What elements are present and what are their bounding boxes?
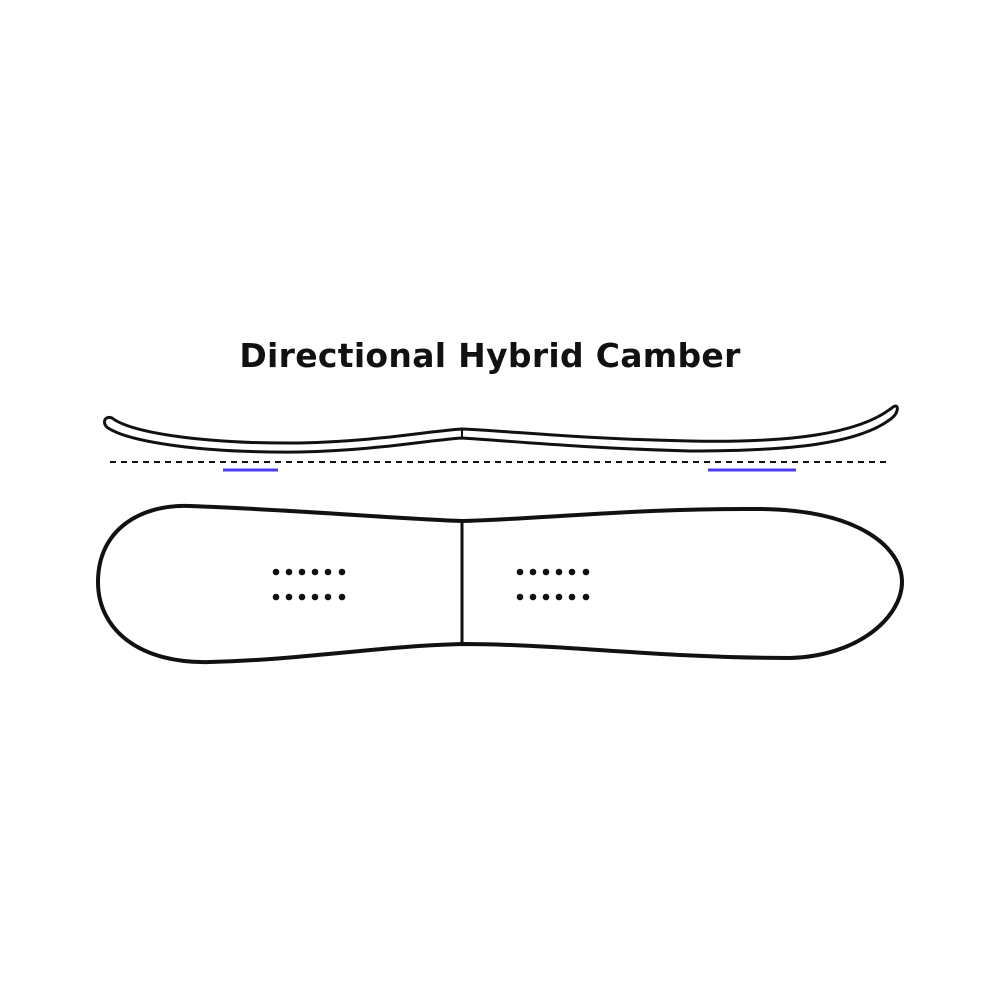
binding-inserts-front [272,568,346,601]
diagram-title: Directional Hybrid Camber [239,336,741,375]
binding-inserts-rear [516,568,590,601]
side-profile-outline [103,404,899,454]
top-view-outline [96,503,904,665]
top-view [96,503,904,665]
side-profile [103,404,899,454]
